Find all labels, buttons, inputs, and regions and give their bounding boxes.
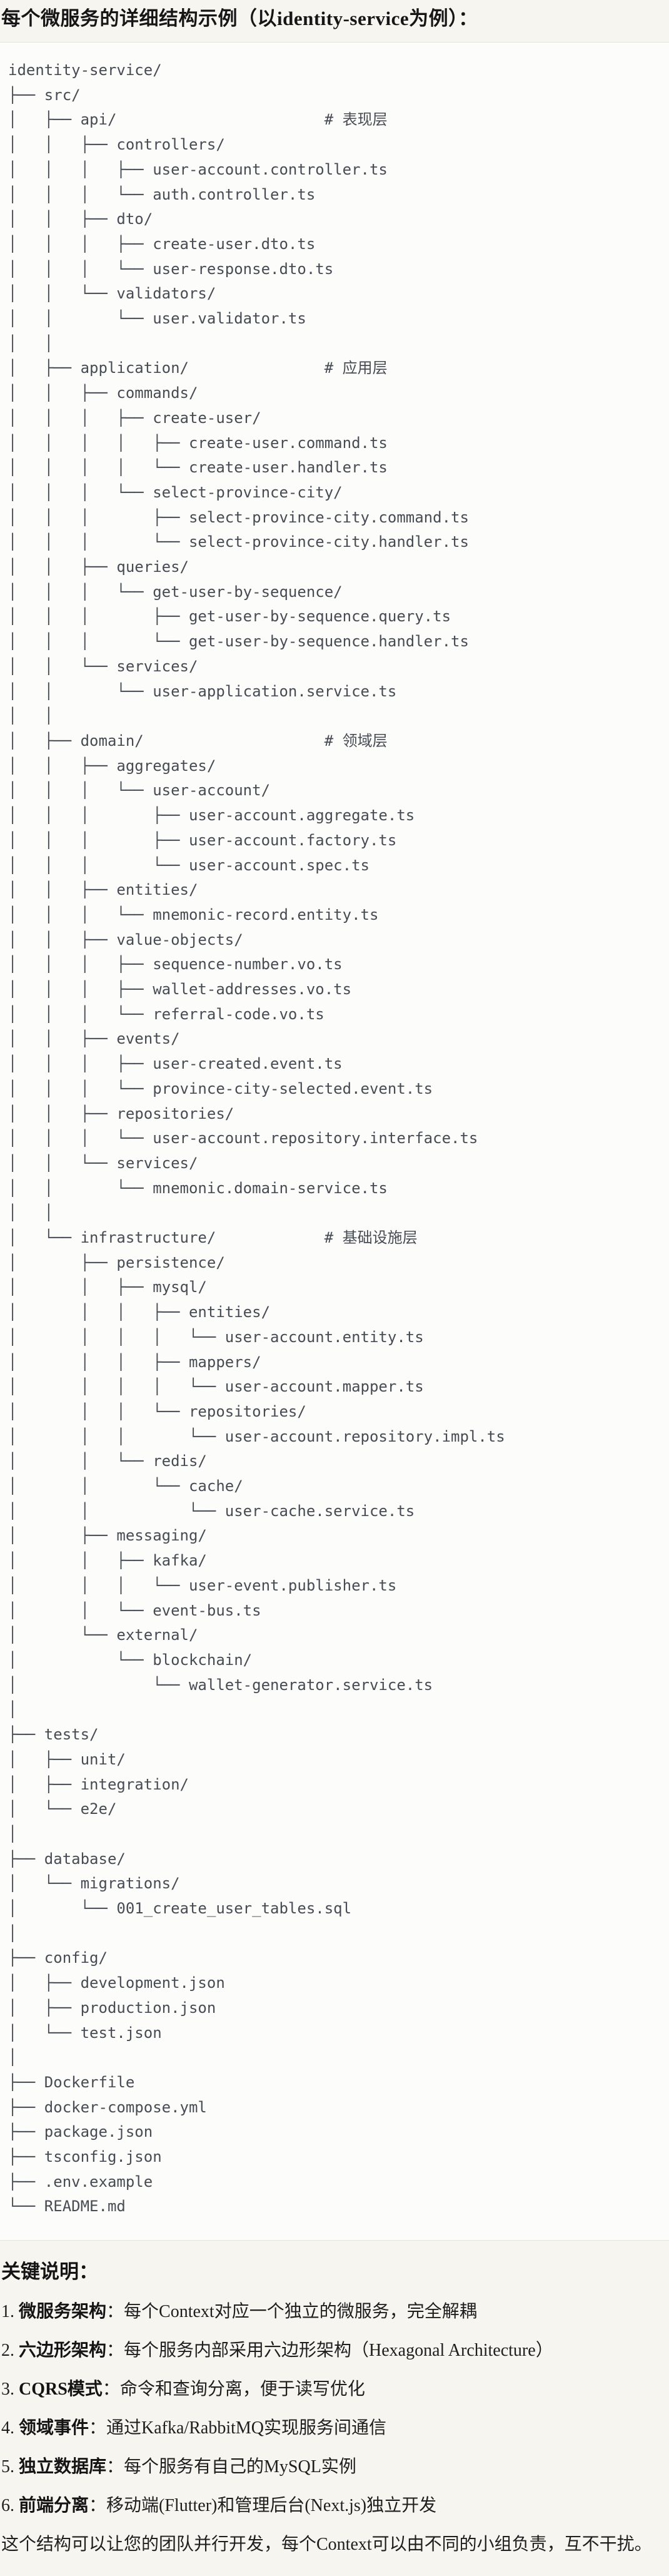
directory-tree: identity-service/ ├── src/ │ ├── api/ # … <box>8 61 505 2216</box>
notes-section: 关键说明： 1. 微服务架构：每个Context对应一个独立的微服务，完全解耦 … <box>0 2260 669 2568</box>
note-colon: ： <box>102 2380 120 2400</box>
note-item-hexagonal: 2. 六边形架构：每个服务内部采用六边形架构（Hexagonal Archite… <box>1 2339 664 2361</box>
note-text: 通过Kafka/RabbitMQ实现服务间通信 <box>106 2418 386 2438</box>
code-block: identity-service/ ├── src/ │ ├── api/ # … <box>0 43 669 2241</box>
note-number: 6. <box>1 2496 19 2516</box>
note-text: 每个Context对应一个独立的微服务，完全解耦 <box>124 2302 477 2322</box>
note-number: 2. <box>1 2341 19 2361</box>
note-text: 每个服务内部采用六边形架构（Hexagonal Architecture） <box>124 2341 553 2361</box>
page-title: 每个微服务的详细结构示例（以identity-service为例）： <box>1 8 478 29</box>
note-number: 1. <box>1 2302 19 2322</box>
note-colon: ： <box>89 2418 107 2438</box>
note-item-microservice: 1. 微服务架构：每个Context对应一个独立的微服务，完全解耦 <box>1 2301 664 2323</box>
note-item-frontend-split: 6. 前端分离：移动端(Flutter)和管理后台(Next.js)独立开发 <box>1 2495 664 2517</box>
notes-heading: 关键说明： <box>1 2261 98 2283</box>
note-number: 5. <box>1 2457 19 2477</box>
note-colon: ： <box>106 2302 124 2322</box>
note-text: 命令和查询分离，便于读写优化 <box>119 2380 365 2400</box>
note-label: 领域事件 <box>19 2418 89 2438</box>
note-colon: ： <box>106 2457 124 2477</box>
note-label: 前端分离 <box>19 2496 89 2516</box>
note-colon: ： <box>89 2496 107 2516</box>
note-text: 每个服务有自己的MySQL实例 <box>124 2457 356 2477</box>
note-label: CQRS模式 <box>19 2380 103 2400</box>
note-item-domain-events: 4. 领域事件：通过Kafka/RabbitMQ实现服务间通信 <box>1 2417 664 2439</box>
note-text: 移动端(Flutter)和管理后台(Next.js)独立开发 <box>106 2496 437 2516</box>
note-label: 微服务架构 <box>19 2302 107 2322</box>
title-section: 每个微服务的详细结构示例（以identity-service为例）： <box>0 0 669 43</box>
note-number: 4. <box>1 2418 19 2438</box>
closing-paragraph: 这个结构可以让您的团队并行开发，每个Context可以由不同的小组负责，互不干扰… <box>1 2535 652 2555</box>
note-label: 独立数据库 <box>19 2457 107 2477</box>
note-item-cqrs: 3. CQRS模式：命令和查询分离，便于读写优化 <box>1 2378 664 2400</box>
note-item-independent-db: 5. 独立数据库：每个服务有自己的MySQL实例 <box>1 2456 664 2478</box>
note-label: 六边形架构 <box>19 2341 107 2361</box>
note-number: 3. <box>1 2380 19 2400</box>
note-colon: ： <box>106 2341 124 2361</box>
